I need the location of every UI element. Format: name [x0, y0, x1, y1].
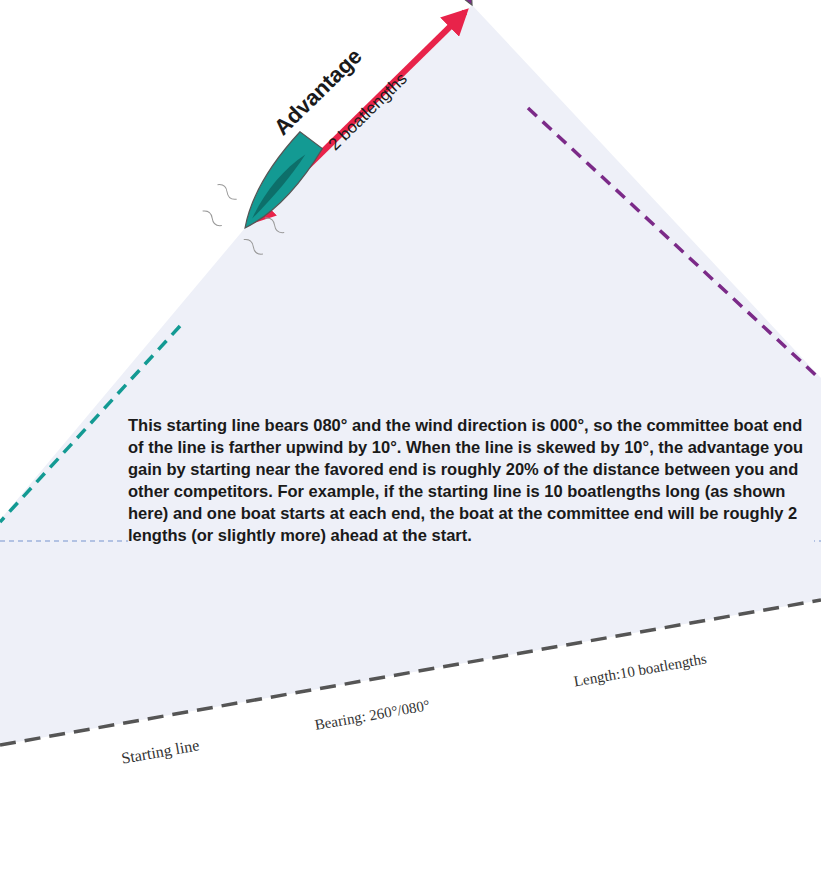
favored-region [0, 5, 821, 745]
purple-boat [378, 0, 502, 28]
length-label: Length:10 boatlengths [572, 650, 707, 690]
starting-line-label: Starting line [120, 736, 201, 767]
starting-line [0, 600, 821, 745]
explanation-note: This starting line bears 080° and the wi… [128, 412, 814, 548]
teal-boat [198, 111, 339, 260]
bearing-label: Bearing: 260°/080° [313, 697, 431, 734]
purple-course-line [528, 108, 821, 380]
